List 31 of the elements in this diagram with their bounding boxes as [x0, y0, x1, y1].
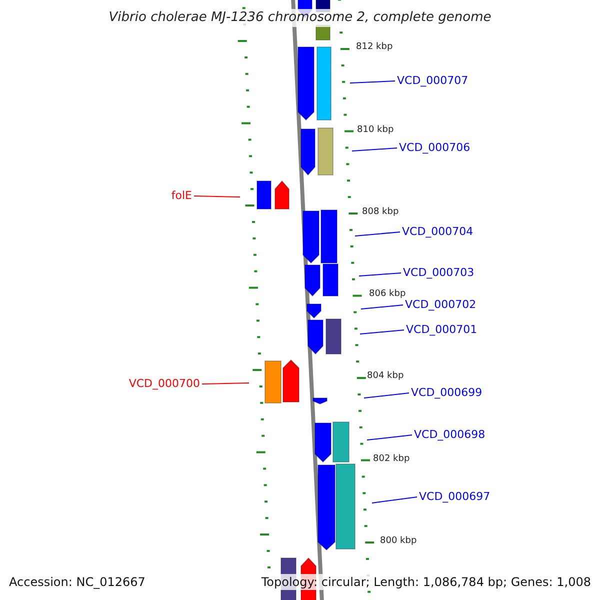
scale-label: 802 kbp: [373, 454, 410, 464]
genome-info-text: Topology: circular; Length: 1,086,784 bp; Genes: 1,008: [261, 574, 591, 590]
gene-label: VCD_000703: [403, 266, 474, 279]
gene-label: VCD_000698: [414, 428, 486, 441]
leader-line: [360, 304, 404, 310]
leader-line: [372, 496, 418, 504]
gene-label: VCD_000706: [399, 141, 470, 154]
gene-label: VCD_000697: [419, 490, 490, 503]
accession-text: Accession: NC_012667: [9, 574, 146, 590]
gene-label: VCD_000704: [402, 225, 474, 238]
gene-label: VCD_000702: [405, 298, 476, 311]
leader-line: [366, 434, 412, 440]
leader-line: [202, 382, 250, 384]
gene-label: VCD_000701: [406, 323, 478, 336]
leader-line: [354, 232, 400, 236]
gene-label: VCD_000707: [397, 74, 468, 87]
leader-line: [360, 330, 404, 334]
gene-label: VCD_000699: [411, 386, 482, 399]
scale-label: 810 kbp: [357, 125, 394, 135]
scale-label: 808 kbp: [362, 207, 399, 217]
gene-label: VCD_000700: [128, 377, 200, 390]
leader-line: [352, 148, 398, 152]
scale-label: 800 kbp: [380, 536, 417, 546]
scale-label: 804 kbp: [367, 371, 404, 381]
scale-label: 806 kbp: [369, 289, 406, 299]
scale-label: 812 kbp: [356, 42, 393, 52]
leader-line: [350, 80, 396, 84]
gene-label: folE: [171, 189, 192, 202]
leader-line: [194, 196, 240, 198]
leader-line: [358, 272, 402, 276]
leader-line: [364, 392, 410, 398]
